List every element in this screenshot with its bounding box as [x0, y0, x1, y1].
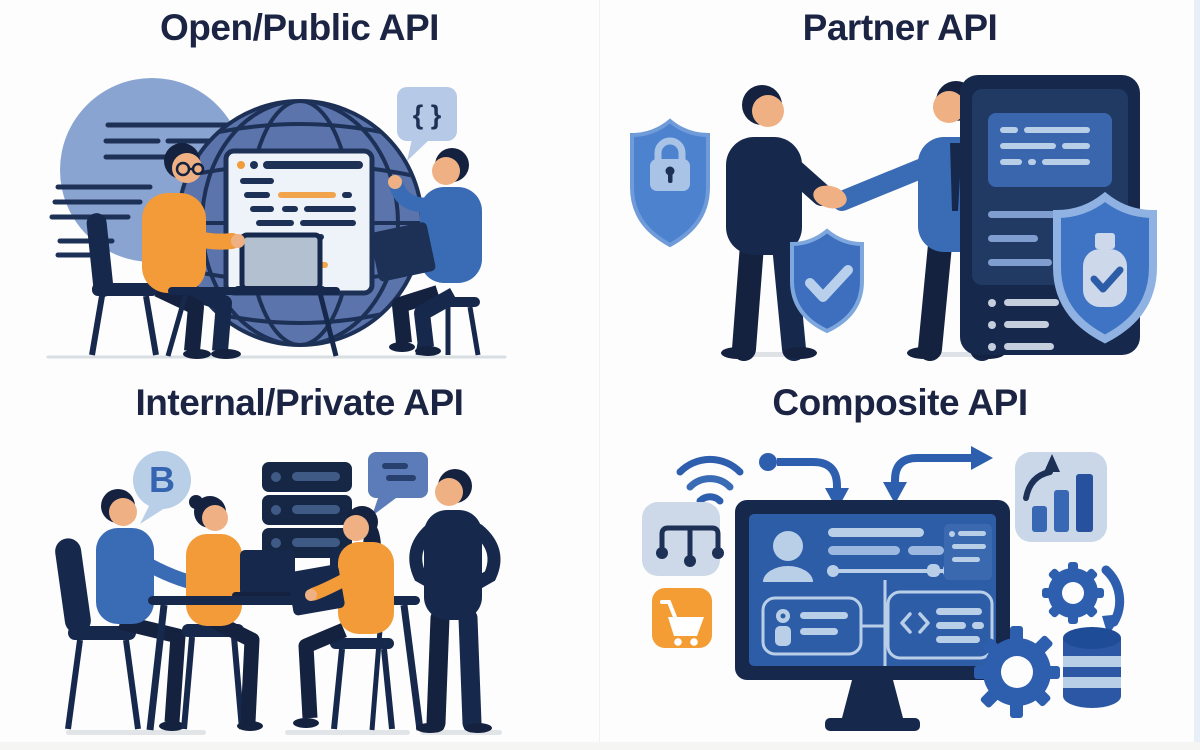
quadrant-partner-api: Partner API — [600, 0, 1200, 375]
ground-shadow — [66, 730, 206, 735]
braces-text: { } — [413, 100, 442, 130]
glasses-icon — [175, 161, 205, 177]
flow-lines — [861, 580, 887, 666]
quadrant-composite-api: Composite API — [600, 375, 1200, 750]
chat-rect-bubble-icon — [368, 452, 428, 516]
quadrant-title: Open/Public API — [160, 6, 439, 48]
page-edge-strip — [1194, 0, 1200, 750]
curved-arrow-icon — [759, 453, 849, 510]
team-member-figure — [409, 469, 501, 733]
team-member-figure — [55, 489, 210, 731]
code-card-icon — [886, 590, 994, 660]
double-arrow-icon — [883, 446, 993, 504]
quadrant-title: Partner API — [802, 6, 998, 48]
dashboard-monitor-icon — [735, 500, 1010, 731]
quadrant-title: Composite API — [772, 381, 1028, 423]
team-member-figure — [181, 495, 272, 731]
laptop-icon — [234, 232, 326, 294]
tie-icon — [950, 143, 962, 211]
letter-speech-bubble-icon: B — [133, 451, 191, 524]
partner-api-illustration — [630, 75, 1157, 361]
composite-api-illustration — [642, 446, 1125, 731]
team-member-figure — [287, 506, 395, 730]
code-icon — [900, 612, 930, 634]
verified-lock-shield-icon — [1053, 191, 1157, 344]
database-icon — [1063, 627, 1121, 708]
developer-right-figure — [370, 148, 482, 356]
internal-private-api-illustration: B — [55, 451, 502, 735]
bubble-letter: B — [149, 459, 175, 500]
quadrant-open-public-api: Open/Public API — [0, 0, 600, 375]
id-card-icon — [761, 596, 863, 656]
laptop-icon — [370, 222, 436, 282]
quadrant-title: Internal/Private API — [135, 381, 464, 423]
open-public-api-illustration: { } — [46, 78, 507, 359]
handshake-icon — [813, 185, 847, 209]
lock-shield-icon — [630, 118, 710, 248]
gear-sync-icon — [1042, 562, 1125, 636]
server-rack-icon — [262, 462, 352, 558]
ground-shadow — [285, 730, 410, 735]
gear-icon — [974, 626, 1060, 718]
quadrant-internal-private-api: Internal/Private API B — [0, 375, 600, 750]
shopping-cart-icon — [652, 588, 712, 648]
developer-left-figure — [86, 143, 340, 359]
check-shield-icon — [790, 228, 864, 334]
braces-speech-bubble-icon: { } — [397, 87, 457, 161]
list-panel-icon — [944, 524, 992, 580]
user-avatar-icon — [763, 531, 813, 582]
branch-pins-icon — [642, 502, 724, 576]
bar-chart-growth-icon — [1015, 452, 1107, 542]
page-bottom-strip — [0, 742, 1200, 750]
